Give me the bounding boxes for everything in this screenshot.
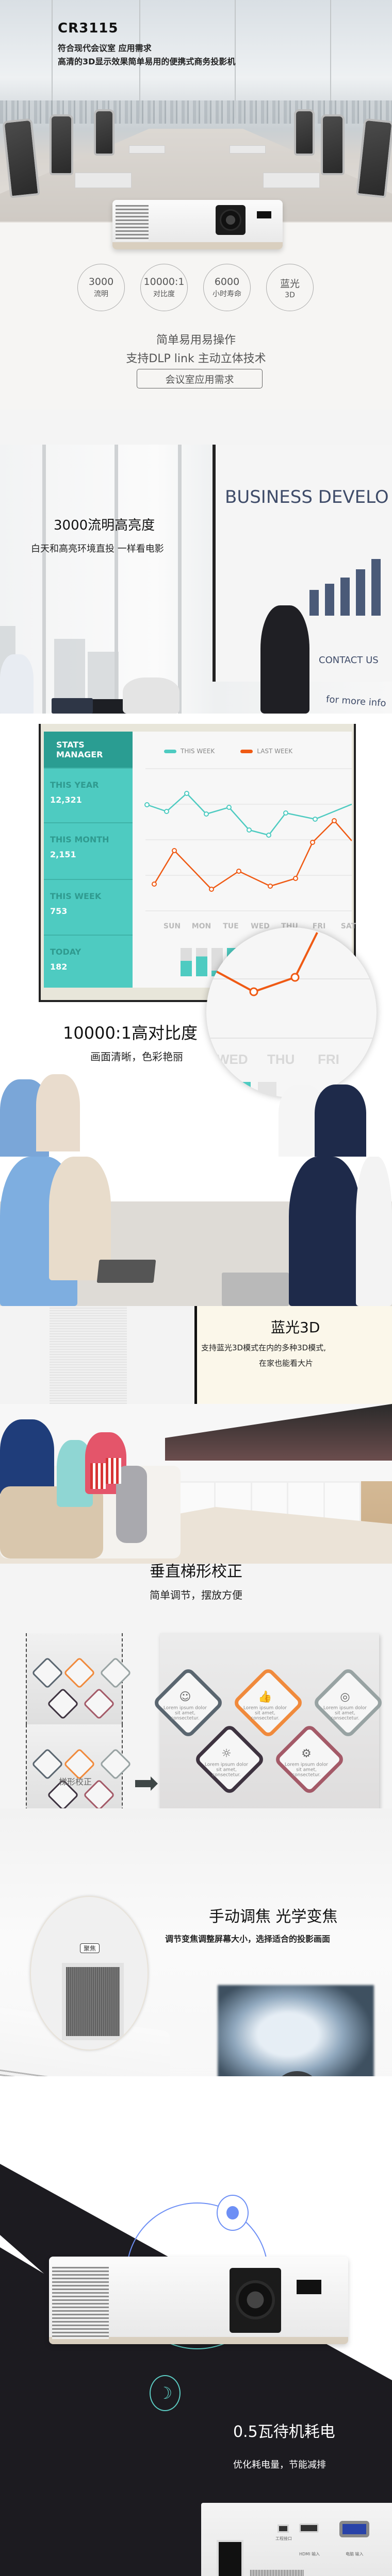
model-name: CR3115: [58, 21, 119, 36]
moon-icon: ☽: [150, 2375, 181, 2411]
meeting-room-needs-button[interactable]: 会议室应用需求: [137, 369, 263, 388]
spec-badges: 3000 流明 10000:1 对比度 6000 小时寿命 蓝光 3D: [77, 264, 314, 311]
diamond-card: ◎Lorem ipsum dolor sit amet, consectetur…: [312, 1666, 385, 1739]
conference-room-photo: [0, 0, 392, 223]
board-contact: CONTACT US: [319, 655, 379, 666]
spec-badge-lifetime: 6000 小时寿命: [203, 264, 251, 311]
board-title: BUSINESS DEVELO: [225, 487, 389, 507]
hdmi-port: [299, 2523, 319, 2533]
gear-icon: ⚙: [301, 1747, 312, 1760]
spec-badge-contrast: 10000:1 对比度: [140, 264, 188, 311]
power-socket: [217, 2540, 243, 2576]
focus-subtitle: 调节变焦调整屏幕大小，选择适合的投影画面: [165, 1934, 331, 1944]
magnifier-day-thu: THU: [267, 1052, 295, 1067]
standby-subtitle: 优化耗电量，节能减排: [233, 2460, 326, 2470]
contrast-section: STATS MANAGER THIS YEAR 12,321 THIS MONT…: [0, 714, 392, 1157]
person-photo: [116, 1466, 147, 1543]
stats-sidebar: STATS MANAGER THIS YEAR 12,321 THIS MONT…: [44, 732, 133, 988]
magnifier-day-fri: FRI: [318, 1052, 339, 1067]
magnifier-zoom: WED THU FRI: [206, 927, 377, 1097]
focus-wheel: [62, 1963, 124, 2040]
standby-power-section: ☽ 0.5瓦待机耗电: [0, 2133, 392, 2442]
spec-badge-brightness: 3000 流明: [77, 264, 125, 311]
board-bar-chart: [309, 559, 381, 616]
diamond-card: 👍Lorem ipsum dolor sit amet, consectetur…: [232, 1666, 305, 1739]
projector-rear-panel: 工程接口 HDMI 输入 电脑 输入: [201, 2503, 392, 2576]
legend-this-week: THIS WEEK: [164, 748, 215, 755]
magnifier-day-wed: WED: [217, 1052, 248, 1067]
thumbs-up-icon: 👍: [258, 1690, 272, 1704]
hero-section: CR3115 符合现代会议室 应用需求 高清的3D显示效果简单易用的便携式商务投…: [0, 0, 392, 410]
hero-tagline-1: 符合现代会议室 应用需求: [58, 43, 152, 53]
bluray-3d-subtitle-2: 在家也能看大片: [259, 1359, 314, 1368]
arrow-right-icon: [135, 1776, 158, 1791]
keystone-subtitle: 简单调节，摆放方便: [150, 1589, 242, 1601]
feature-line-1: 简单易用易操作: [156, 334, 236, 347]
legend-last-week: LAST WEEK: [240, 748, 292, 755]
hdmi-section: 优化耗电量，节能减排 工程接口 HDMI 输入 电脑 输入 高清HDMI 1.4…: [0, 2442, 392, 2576]
popcorn-box: [90, 1463, 106, 1489]
lens: [216, 205, 246, 235]
lightbulb-icon: ☼: [221, 1747, 232, 1760]
brightness-section: BUSINESS DEVELO CONTACT US for more info…: [0, 410, 392, 714]
bluray-3d-subtitle-1: 支持蓝光3D模式在内的多种3D模式,: [201, 1343, 326, 1352]
contrast-subtitle: 画面清晰，色彩艳丽: [90, 1050, 183, 1063]
person-photo: [36, 1074, 80, 1151]
standby-title: 0.5瓦待机耗电: [233, 2423, 335, 2441]
keystone-title: 垂直梯形校正: [150, 1564, 242, 1581]
blurred-waterfall-image: [218, 1985, 374, 2076]
vent-grille: [116, 205, 149, 241]
chart-legend: THIS WEEK LAST WEEK: [164, 748, 292, 755]
stat-this-week: THIS WEEK 753: [44, 879, 133, 935]
person-photo: [315, 1084, 366, 1157]
person-photo: [0, 1419, 54, 1497]
bluray-3d-section: 蓝光3D 支持蓝光3D模式在内的多种3D模式, 在家也能看大片: [0, 1157, 392, 1404]
stats-header: STATS MANAGER: [44, 732, 133, 768]
stat-today: TODAY 182: [44, 935, 133, 989]
keystone-before-top: [26, 1633, 132, 1735]
bluray-3d-title: 蓝光3D: [271, 1319, 320, 1336]
target-icon: ◎: [340, 1690, 350, 1704]
projector-image: [112, 200, 283, 249]
brightness-title: 3000流明高亮度: [54, 518, 155, 533]
vga-port: [339, 2521, 369, 2537]
keystone-label: 梯形校正: [59, 1777, 92, 1787]
line-chart: [144, 768, 352, 911]
barcode-label: [250, 2570, 304, 2576]
diamond-card: ⚙Lorem ipsum dolor sit amet, consectetur…: [273, 1723, 346, 1796]
diamond-card: ☼Lorem ipsum dolor sit amet, consectetur…: [193, 1723, 266, 1796]
stat-this-year: THIS YEAR 12,321: [44, 768, 133, 822]
sun-icon: [217, 2195, 249, 2231]
focus-badge: 聚焦 ↓: [272, 2071, 322, 2076]
focus-ring-closeup: 聚焦: [30, 1896, 149, 2050]
contrast-title: 10000:1高对比度: [63, 1023, 198, 1043]
focus-ring-label: 聚焦: [80, 1943, 100, 1953]
family-3d-photo-section: [0, 1404, 392, 1564]
hero-tagline-2: 高清的3D显示效果简单易用的便携式商务投影机: [58, 57, 236, 66]
popcorn-box: [106, 1458, 121, 1484]
brightness-subtitle: 白天和高亮环境直投 一样看电影: [31, 544, 164, 554]
3d-projection-screen: [194, 1306, 392, 1404]
feature-line-2: 支持DLP link 主动立体技术: [126, 352, 266, 365]
projector-image: [49, 2257, 348, 2344]
focus-title: 手动调焦 光学变焦: [209, 1908, 338, 1926]
spec-badge-3d: 蓝光 3D: [266, 264, 314, 311]
window-blind: [50, 1306, 127, 1404]
ir-sensor: [257, 211, 271, 218]
chart-x-axis: SUN MON TUE WED THU FRI SAT: [163, 922, 356, 930]
focus-section: 聚焦 手动调焦 光学变焦 调节变焦调整屏幕大小，选择适合的投影画面 聚焦 ↓: [0, 1808, 392, 2076]
diamond-card: ☺Lorem ipsum dolor sit amet, consectetur…: [152, 1666, 225, 1739]
service-port: [277, 2524, 289, 2533]
user-icon: ☺: [179, 1690, 191, 1704]
stat-this-month: THIS MONTH 2,151: [44, 822, 133, 879]
